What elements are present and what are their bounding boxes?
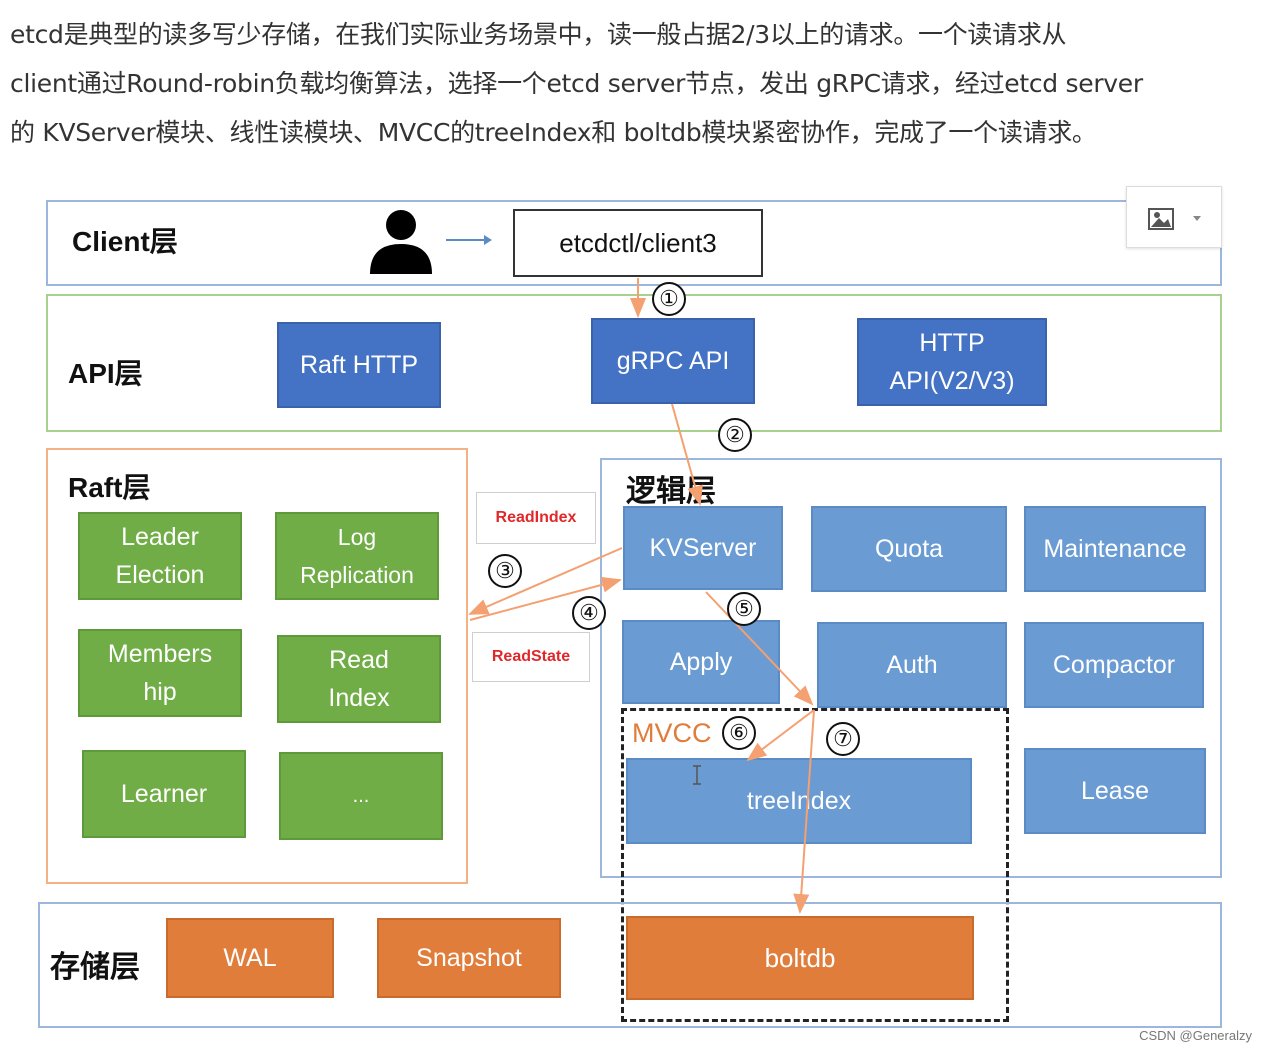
storage-layer-label: 存储层 <box>50 951 140 984</box>
step-2-marker: ② <box>718 418 752 452</box>
intro-line-2: client通过Round-robin负载均衡算法，选择一个etcd serve… <box>10 69 1143 98</box>
raft-layer-label: Raft层 <box>68 472 151 503</box>
api-layer-label: API层 <box>68 358 143 389</box>
boltdb-box: boltdb <box>626 916 974 1000</box>
step-4-marker: ④ <box>572 596 606 630</box>
apply-box: Apply <box>622 620 780 704</box>
maintenance-box: Maintenance <box>1024 506 1206 592</box>
intro-line-3: 的 KVServer模块、线性读模块、MVCC的treeIndex和 boltd… <box>10 118 1097 147</box>
logic-layer-label: 逻辑层 <box>626 475 716 508</box>
user-icon <box>368 208 434 274</box>
step-6-marker: ⑥ <box>722 716 756 750</box>
watermark: CSDN @Generalzy <box>1139 1028 1252 1043</box>
kvserver-box: KVServer <box>623 506 783 590</box>
learner-box: Learner <box>82 750 246 838</box>
quota-box: Quota <box>811 506 1007 592</box>
log-replication-box: Log Replication <box>275 512 439 600</box>
raft-http-box: Raft HTTP <box>277 322 441 408</box>
compactor-box: Compactor <box>1024 622 1204 708</box>
image-icon <box>1148 208 1201 230</box>
grpc-api-box: gRPC API <box>591 318 755 404</box>
client-layer-label: Client层 <box>72 226 178 257</box>
auth-box: Auth <box>817 622 1007 708</box>
membership-box: Members hip <box>78 629 242 717</box>
logic-layer <box>600 458 1222 878</box>
leader-election-box: Leader Election <box>78 512 242 600</box>
lease-box: Lease <box>1024 748 1206 834</box>
intro-text: etcd是典型的读多写少存储，在我们实际业务场景中，读一般占据2/3以上的请求。… <box>10 10 1250 157</box>
mvcc-label: MVCC <box>632 718 712 748</box>
wal-box: WAL <box>166 918 334 998</box>
treeindex-box: treeIndex <box>626 758 972 844</box>
step-5-marker: ⑤ <box>727 592 761 626</box>
step-1-marker: ① <box>652 282 686 316</box>
api-layer <box>46 294 1222 432</box>
http-api-box: HTTP API(V2/V3) <box>857 318 1047 406</box>
raft-layer <box>46 448 468 884</box>
mvcc-region <box>621 708 1009 1022</box>
step-7-marker: ⑦ <box>826 722 860 756</box>
intro-line-1: etcd是典型的读多写少存储，在我们实际业务场景中，读一般占据2/3以上的请求。… <box>10 20 1067 49</box>
etcdctl-client-box: etcdctl/client3 <box>513 209 763 277</box>
readstate-tag: ReadState <box>472 632 590 682</box>
snapshot-box: Snapshot <box>377 918 561 998</box>
raft-more-box: ... <box>279 752 443 840</box>
step-3-marker: ③ <box>488 554 522 588</box>
storage-layer <box>38 902 1222 1028</box>
client-arrow-icon <box>444 232 494 248</box>
readindex-tag: ReadIndex <box>476 492 596 544</box>
image-tool-button[interactable] <box>1126 186 1222 248</box>
read-index-box: Read Index <box>277 635 441 723</box>
